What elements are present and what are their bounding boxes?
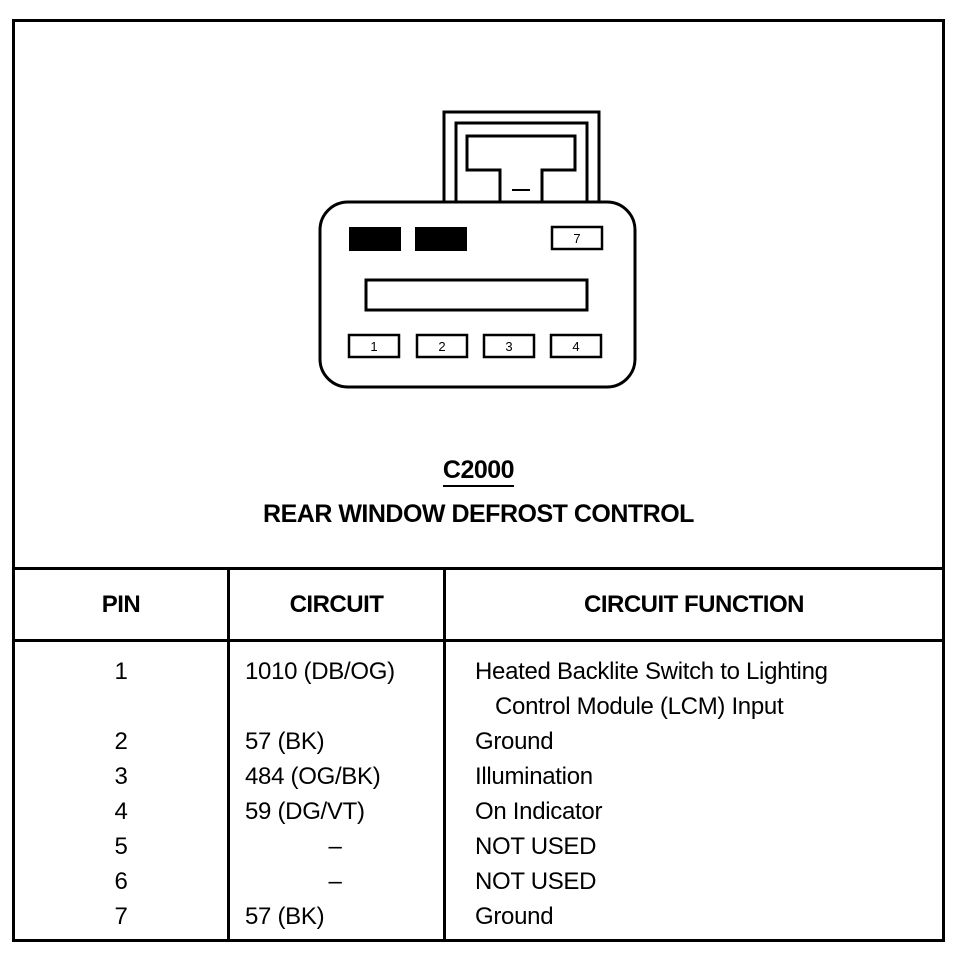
- pin-cell: 4: [114, 798, 128, 825]
- pin-2-cavity: [415, 333, 469, 359]
- connector-diagram: 7 1 2 3 4 C2000 REAR WINDOW DEFROST CONT…: [15, 22, 942, 567]
- function-cell: On Indicator: [475, 798, 603, 825]
- column-divider-1: [227, 567, 230, 939]
- connector-id: C2000: [15, 456, 942, 487]
- column-divider-2: [443, 567, 446, 939]
- cavity-filled-2: [415, 227, 467, 251]
- function-cell: Heated Backlite Switch to Lighting Contr…: [475, 654, 935, 724]
- pin-3-label: 3: [505, 339, 512, 354]
- pin-cell: 6: [114, 868, 128, 895]
- connector-title: REAR WINDOW DEFROST CONTROL: [263, 500, 694, 528]
- connector-id-text: C2000: [442, 456, 515, 487]
- pin-cell: 7: [114, 903, 128, 930]
- circuit-cell: 484 (OG/BK): [245, 763, 381, 790]
- table-row: 6 – NOT USED: [15, 864, 942, 899]
- circuit-cell: –: [328, 833, 342, 860]
- function-line-1: Heated Backlite Switch to Lighting: [475, 658, 828, 685]
- table-row: 2 57 (BK) Ground: [15, 724, 942, 759]
- table-row: 7 57 (BK) Ground: [15, 899, 942, 934]
- header-circuit: CIRCUIT: [289, 591, 384, 618]
- table-row: 3 484 (OG/BK) Illumination: [15, 759, 942, 794]
- table-header: PIN CIRCUIT CIRCUIT FUNCTION: [15, 567, 942, 642]
- circuit-cell: 59 (DG/VT): [245, 798, 365, 825]
- function-cell: Illumination: [475, 763, 593, 790]
- pin-4-label: 4: [572, 339, 579, 354]
- cavity-filled-1: [349, 227, 401, 251]
- pin-7-cavity: [550, 225, 604, 251]
- circuit-cell: –: [328, 868, 342, 895]
- function-cell: NOT USED: [475, 833, 597, 860]
- center-slot: [364, 278, 589, 312]
- pin-table-body: 1 1010 (DB/OG) Heated Backlite Switch to…: [15, 654, 942, 934]
- pin-1-cavity: [347, 333, 401, 359]
- pin-cell: 1: [114, 658, 128, 685]
- header-circuit-function: CIRCUIT FUNCTION: [584, 591, 804, 618]
- table-row: 1 1010 (DB/OG) Heated Backlite Switch to…: [15, 654, 942, 724]
- diagram-frame: 7 1 2 3 4 C2000 REAR WINDOW DEFROST CONT…: [12, 19, 945, 942]
- circuit-cell: 57 (BK): [245, 728, 325, 755]
- circuit-cell: 57 (BK): [245, 903, 325, 930]
- header-pin: PIN: [101, 591, 141, 618]
- pin-4-cavity: [549, 333, 603, 359]
- pin-7-label: 7: [573, 231, 580, 246]
- table-row: 5 – NOT USED: [15, 829, 942, 864]
- function-cell: Ground: [475, 903, 554, 930]
- pin-3-cavity: [482, 333, 536, 359]
- function-cell: NOT USED: [475, 868, 597, 895]
- pin-cell: 2: [114, 728, 128, 755]
- locking-tab: [442, 110, 601, 206]
- function-cell: Ground: [475, 728, 554, 755]
- table-row: 4 59 (DG/VT) On Indicator: [15, 794, 942, 829]
- pin-2-label: 2: [438, 339, 445, 354]
- pin-cell: 5: [114, 833, 128, 860]
- function-line-2: Control Module (LCM) Input: [495, 693, 784, 720]
- circuit-cell: 1010 (DB/OG): [245, 658, 395, 685]
- pin-1-label: 1: [370, 339, 377, 354]
- pin-cell: 3: [114, 763, 128, 790]
- connector-face-drawing: 7 1 2 3 4: [318, 110, 637, 389]
